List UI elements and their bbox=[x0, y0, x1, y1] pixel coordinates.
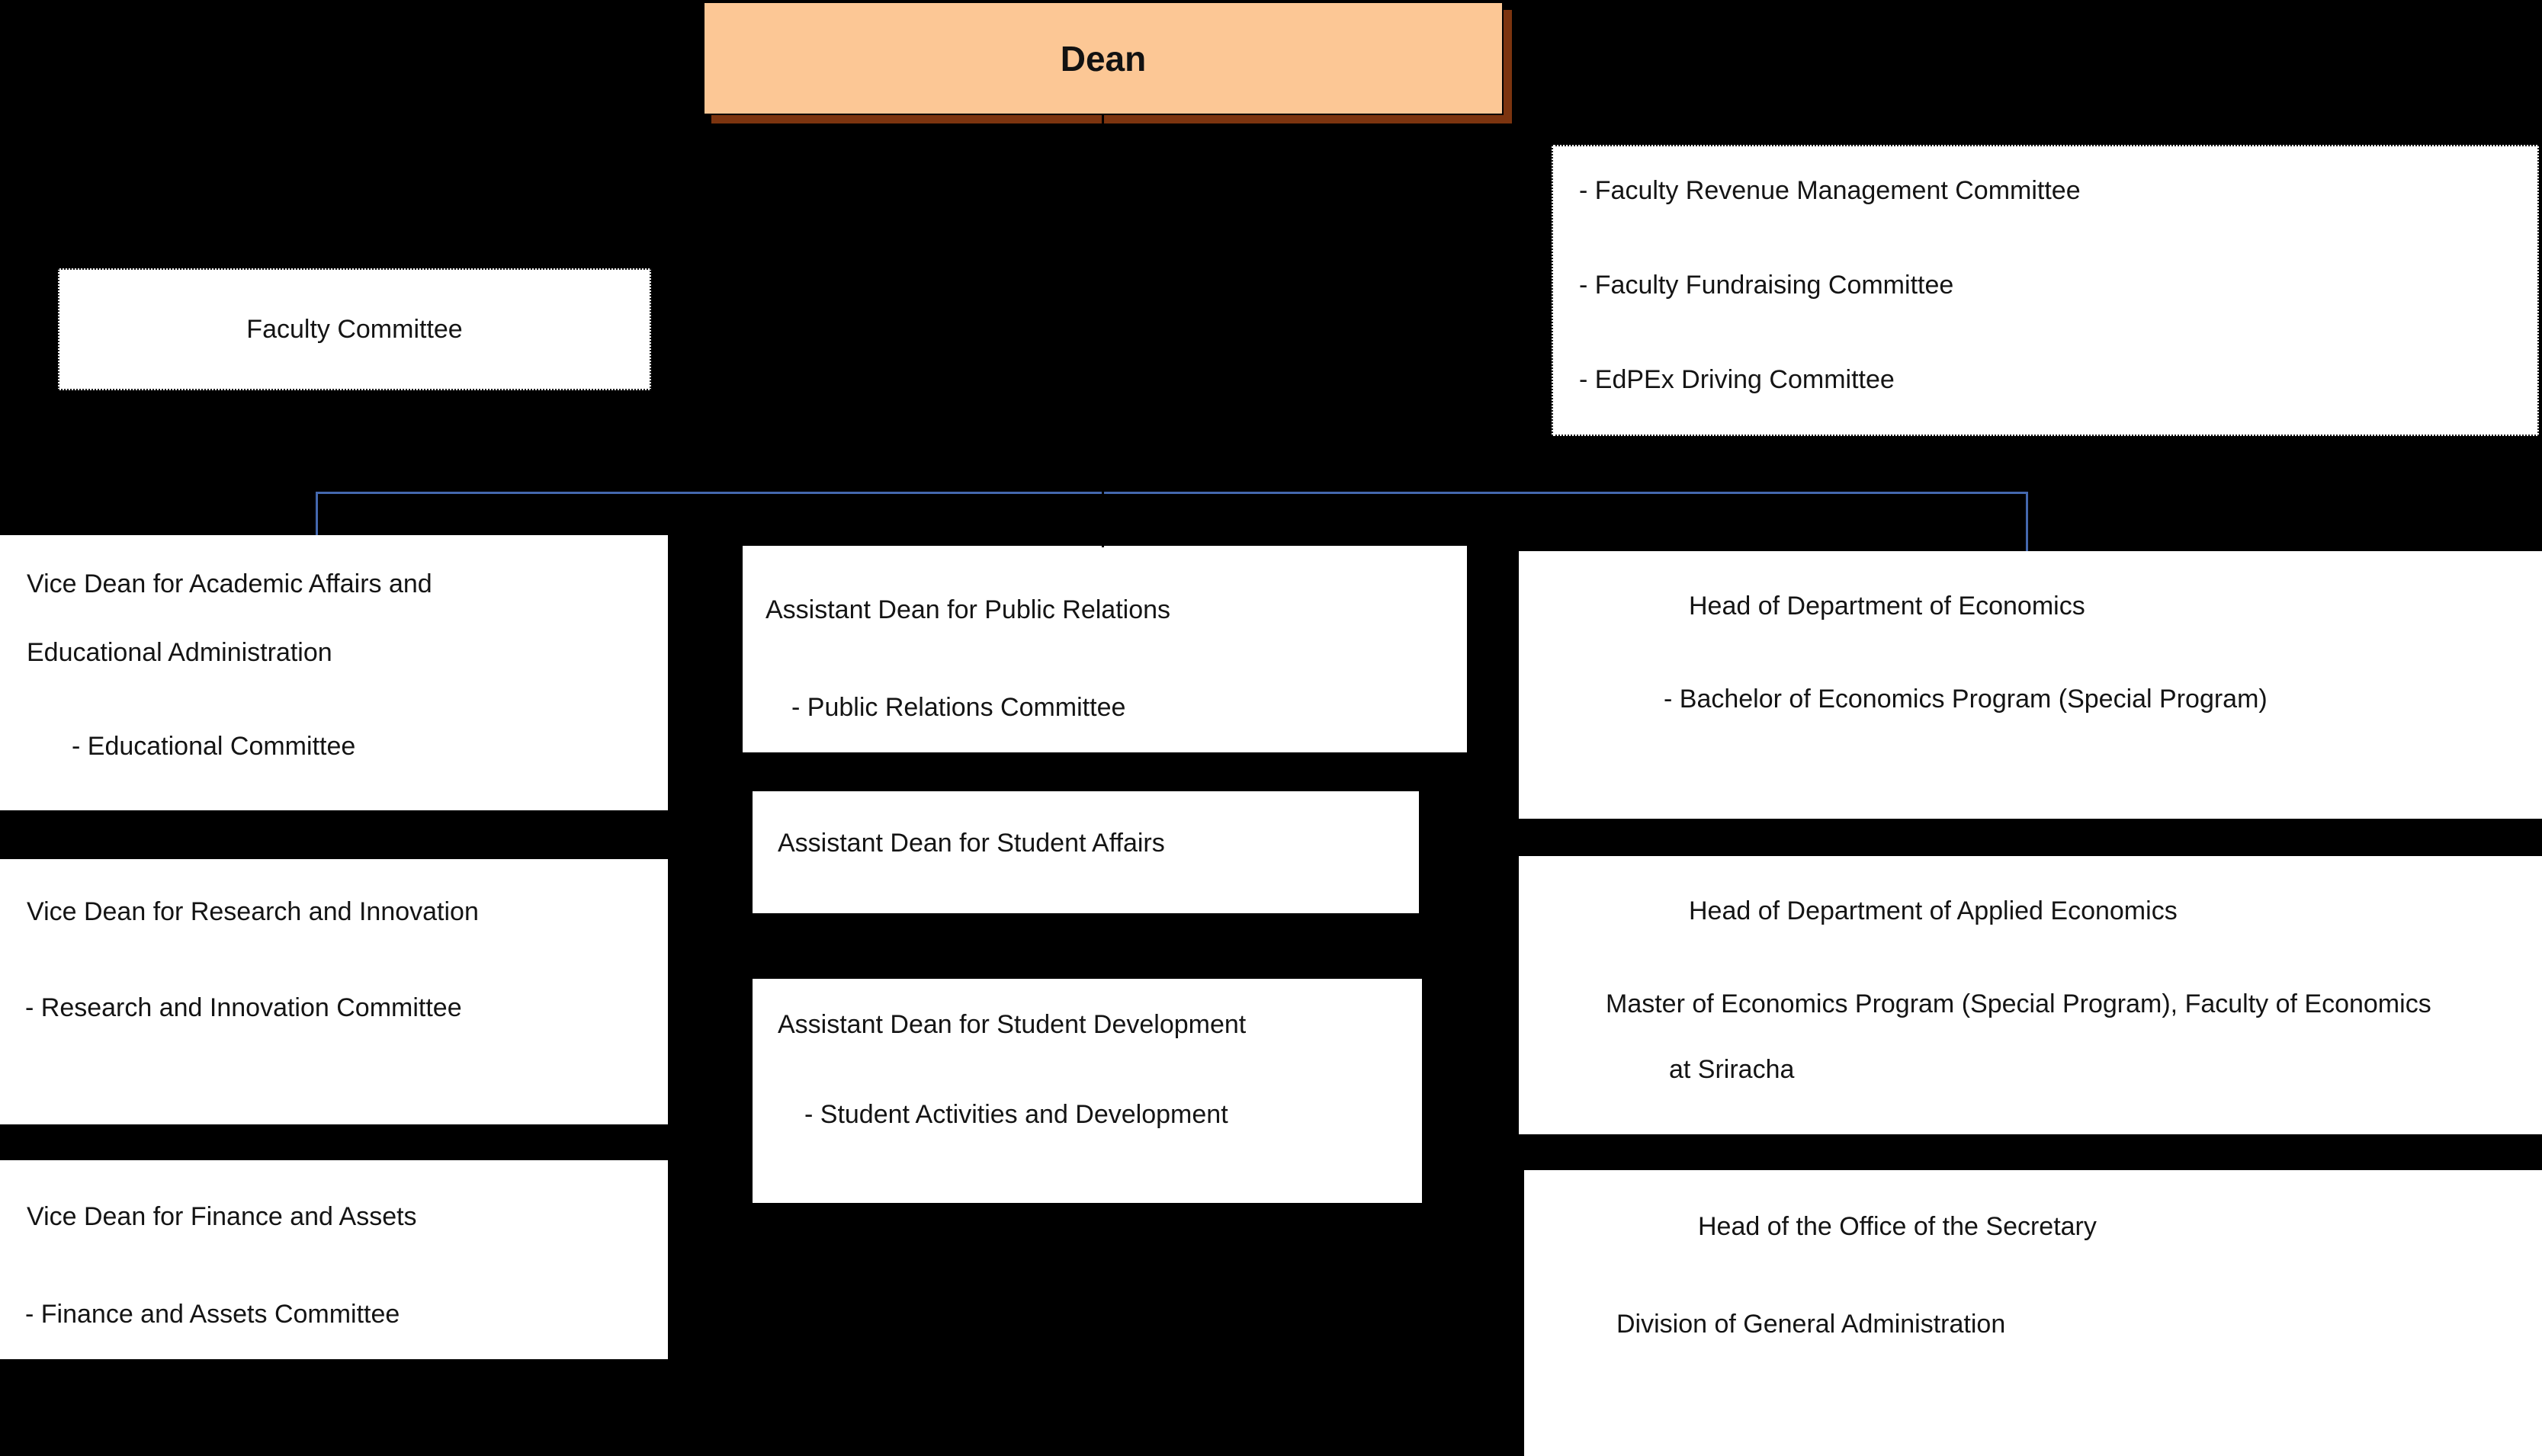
role-title-line: Assistant Dean for Student Affairs bbox=[778, 829, 1165, 858]
vice-dean-finance-box: Vice Dean for Finance and Assets - Finan… bbox=[0, 1160, 668, 1359]
dean-label: Dean bbox=[1060, 38, 1147, 79]
dean-committees-box: - Faculty Revenue Management Committee -… bbox=[1552, 145, 2539, 436]
sub-committee-line: - Educational Committee bbox=[72, 732, 356, 761]
vice-dean-academic-box: Vice Dean for Academic Affairs and Educa… bbox=[0, 535, 668, 810]
dean-box: Dean bbox=[703, 2, 1504, 115]
assistant-dean-student-affairs-box: Assistant Dean for Student Affairs bbox=[753, 791, 1419, 913]
head-applied-economics-box: Head of Department of Applied Economics … bbox=[1519, 856, 2542, 1134]
head-economics-box: Head of Department of Economics - Bachel… bbox=[1519, 551, 2542, 819]
connector-horizontal-line bbox=[316, 492, 2028, 494]
sub-committee-line: Master of Economics Program (Special Pro… bbox=[1606, 989, 2431, 1018]
role-title-line: Vice Dean for Research and Innovation bbox=[27, 897, 479, 926]
faculty-committee-box: Faculty Committee bbox=[58, 268, 651, 390]
sub-committee-line: - Public Relations Committee bbox=[791, 693, 1126, 722]
committee-line: - Faculty Fundraising Committee bbox=[1579, 271, 1954, 300]
sub-committee-line: Division of General Administration bbox=[1616, 1310, 2006, 1339]
role-title-line: Educational Administration bbox=[27, 638, 332, 667]
role-title-line: Assistant Dean for Student Development bbox=[778, 1010, 1247, 1039]
committee-line: - Faculty Revenue Management Committee bbox=[1579, 176, 2081, 205]
sub-committee-line: - Finance and Assets Committee bbox=[25, 1300, 400, 1329]
sub-committee-line: - Research and Innovation Committee bbox=[25, 993, 462, 1022]
role-title-line: Head of the Office of the Secretary bbox=[1698, 1212, 2097, 1241]
committee-line: - EdPEx Driving Committee bbox=[1579, 365, 1895, 394]
connector-left-drop bbox=[316, 492, 318, 539]
assistant-dean-public-relations-box: Assistant Dean for Public Relations - Pu… bbox=[743, 546, 1467, 752]
connector-dean-vertical bbox=[1102, 114, 1104, 493]
role-title-line: Assistant Dean for Public Relations bbox=[765, 595, 1171, 624]
role-title-line: Head of Department of Economics bbox=[1689, 592, 2085, 621]
head-office-secretary-box: Head of the Office of the Secretary Divi… bbox=[1524, 1170, 2542, 1456]
connector-right-drop bbox=[2026, 492, 2028, 554]
role-title-line: Vice Dean for Academic Affairs and bbox=[27, 569, 432, 598]
sub-committee-line: - Bachelor of Economics Program (Special… bbox=[1664, 685, 2268, 714]
connector-middle-drop bbox=[1102, 492, 1104, 547]
vice-dean-research-box: Vice Dean for Research and Innovation - … bbox=[0, 859, 668, 1124]
role-title-line: Head of Department of Applied Economics bbox=[1689, 896, 2178, 925]
sub-committee-line: at Sriracha bbox=[1669, 1055, 1795, 1084]
assistant-dean-student-development-box: Assistant Dean for Student Development -… bbox=[753, 979, 1422, 1203]
sub-committee-line: - Student Activities and Development bbox=[804, 1100, 1228, 1129]
faculty-committee-label: Faculty Committee bbox=[246, 314, 463, 344]
role-title-line: Vice Dean for Finance and Assets bbox=[27, 1202, 417, 1231]
